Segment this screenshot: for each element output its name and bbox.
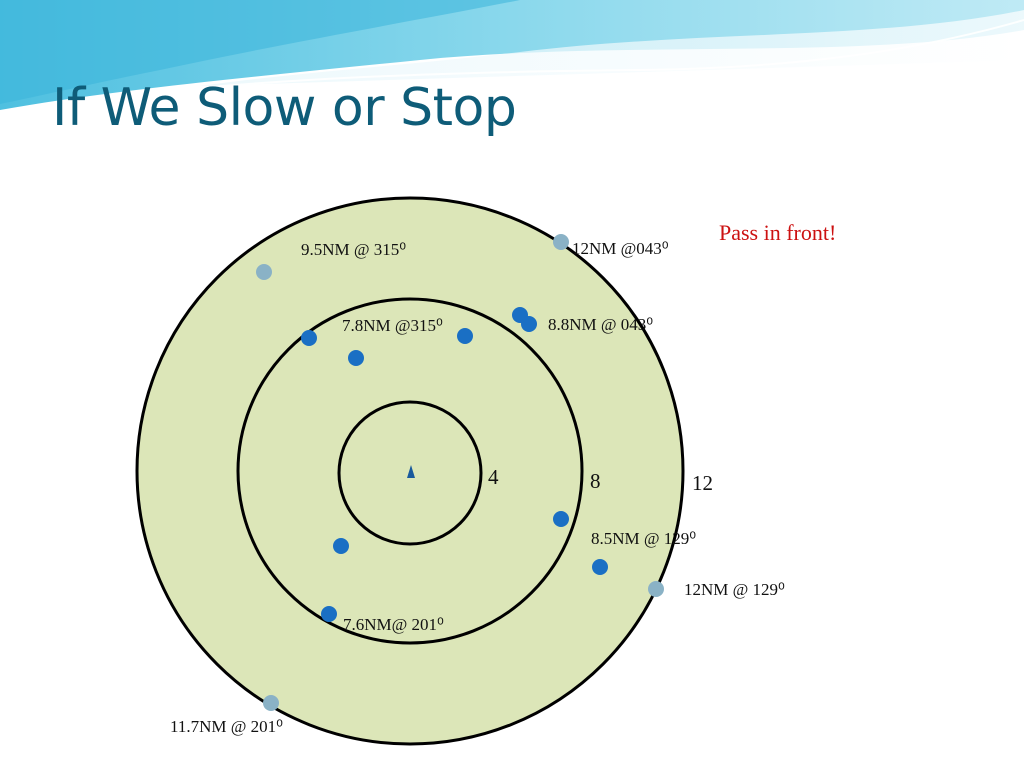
contact-label-c3: 7.8NM @315⁰ (342, 316, 443, 335)
contact-label-c7: 7.6NM@ 201⁰ (343, 615, 444, 634)
wave-highlight (0, 0, 520, 104)
target-c3a (301, 330, 317, 346)
target-c7a (333, 538, 349, 554)
range-ring-8 (236, 297, 584, 645)
target-c5a (553, 511, 569, 527)
wave-line (0, 19, 1024, 113)
ring-label-8: 8 (590, 469, 601, 493)
wave-banner (0, 0, 1024, 113)
slide-title: If We Slow or Stop (52, 78, 517, 138)
target-c2-past (553, 234, 569, 250)
contact-label-c8: 11.7NM @ 201⁰ (170, 717, 283, 736)
own-ship-arrow-icon (407, 465, 415, 478)
contact-label-c2: 12NM @043⁰ (572, 239, 669, 258)
ring-label-12: 12 (692, 471, 713, 495)
target-c3c (457, 328, 473, 344)
contact-label-c6: 12NM @ 129⁰ (684, 580, 785, 599)
target-c3b (348, 350, 364, 366)
range-ring-4 (337, 400, 483, 546)
contact-label-c4: 8.8NM @ 043⁰ (548, 315, 654, 334)
faded-targets (256, 234, 664, 711)
contact-label-c5: 8.5NM @ 129⁰ (591, 529, 697, 548)
current-targets (301, 307, 608, 622)
target-c7b (321, 606, 337, 622)
contact-label-c1: 9.5NM @ 315⁰ (301, 240, 407, 259)
pass-in-front-note: Pass in front! (719, 220, 837, 245)
ring-label-4: 4 (488, 465, 499, 489)
target-c1-past (256, 264, 272, 280)
target-c6-past (648, 581, 664, 597)
wave-light (200, 10, 1024, 86)
target-c5b (592, 559, 608, 575)
target-c8-past (263, 695, 279, 711)
target-c4b (521, 316, 537, 332)
